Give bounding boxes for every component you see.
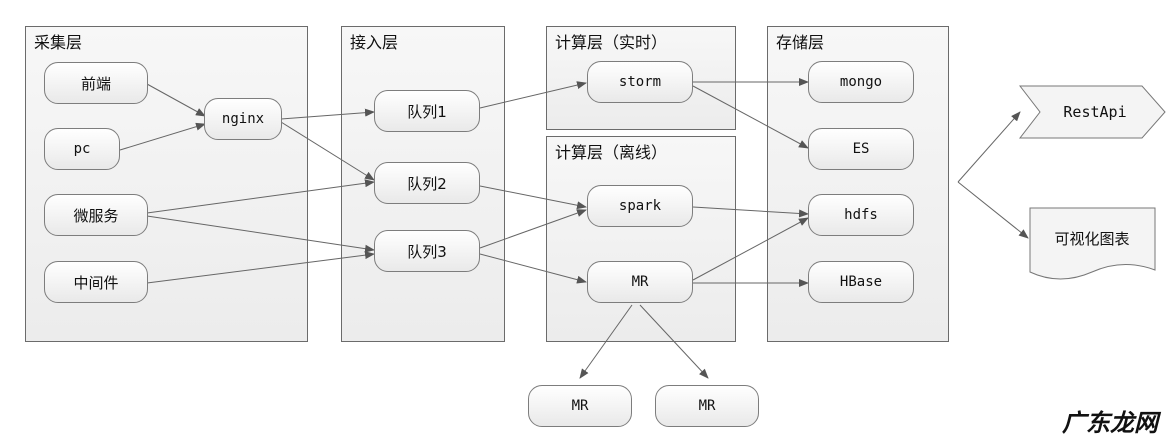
edge-storm-es [692,85,809,149]
edge-queue3-mr [479,253,587,284]
node-hbase: HBase [808,261,914,303]
node-mongo-label: mongo [839,74,883,90]
node-spark-label: spark [618,198,662,214]
storage-layer-title: 存储层 [776,33,825,52]
output-restapi-label: RestApi [1063,103,1127,121]
node-storm-label: storm [618,74,662,90]
edge-pc-nginx [119,122,206,151]
node-mr-child2: MR [655,385,759,427]
edge-queue3-spark [479,209,587,249]
node-mr-label: MR [631,274,649,290]
edge-frontend-nginx [146,83,206,117]
edge-microservice-queue2 [146,179,375,214]
edge-queue1-storm [479,81,587,109]
edge-queue2-spark [479,185,587,210]
edge-nginx-queue2 [280,121,375,181]
node-mr-child1: MR [528,385,632,427]
charts-document-shape [1029,207,1156,280]
node-queue1: 队列1 [374,90,480,132]
node-mr-child1-label: MR [571,398,589,414]
node-queue1-label: 队列1 [407,102,447,121]
node-middleware-label: 中间件 [73,273,119,292]
node-middleware: 中间件 [44,261,148,303]
node-es-label: ES [852,141,870,157]
node-queue2: 队列2 [374,162,480,204]
node-hbase-label: HBase [839,274,883,290]
node-pc-label: pc [73,141,91,157]
watermark-brand: 广东龙网 [1062,408,1158,437]
node-nginx-label: nginx [221,111,265,127]
node-hdfs: hdfs [808,194,914,236]
edge-storage-charts [957,181,1029,239]
edge-mr-child1 [579,304,633,379]
edge-middleware-queue3 [146,251,375,284]
node-storm: storm [587,61,693,103]
edge-mr-hdfs [692,217,809,281]
node-queue2-label: 队列2 [407,174,447,193]
node-spark: spark [587,185,693,227]
compute-realtime-layer-title: 计算层（实时） [555,33,668,52]
node-hdfs-label: hdfs [844,207,878,223]
node-es: ES [808,128,914,170]
node-frontend-label: 前端 [80,74,111,93]
node-microservice-label: 微服务 [73,206,119,225]
node-mr-child2-label: MR [698,398,716,414]
compute-offline-layer-title: 计算层（离线） [555,143,668,162]
node-pc: pc [44,128,120,170]
access-layer-title: 接入层 [350,33,399,52]
node-microservice: 微服务 [44,194,148,236]
output-charts-label: 可视化图表 [1054,229,1130,248]
node-queue3-label: 队列3 [407,242,447,261]
node-mr: MR [587,261,693,303]
collect-layer-title: 采集层 [34,33,83,52]
restapi-shape [1018,85,1166,139]
node-nginx: nginx [204,98,282,140]
edge-mr-child2 [639,304,709,379]
node-frontend: 前端 [44,62,148,104]
edge-storage-restapi [957,111,1021,183]
compute-offline-layer: 计算层（离线） [546,136,736,342]
edge-spark-hdfs [692,206,809,218]
edge-microservice-queue3 [146,215,375,253]
node-queue3: 队列3 [374,230,480,272]
edge-nginx-queue1 [280,108,375,120]
node-mongo: mongo [808,61,914,103]
